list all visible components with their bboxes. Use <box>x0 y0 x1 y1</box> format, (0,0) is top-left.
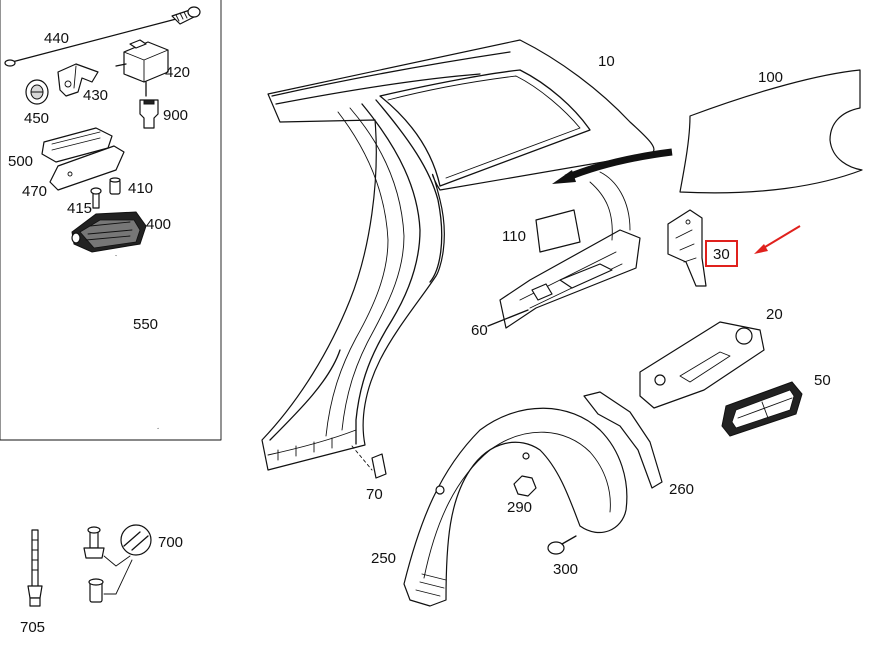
label-250: 250 <box>371 550 397 567</box>
label-300: 300 <box>553 561 579 578</box>
part-900-sensor <box>139 99 159 129</box>
label-420: 420 <box>165 64 191 81</box>
part-430-bracket <box>57 63 99 97</box>
part-10-side-panel <box>261 39 655 471</box>
part-705-rivet <box>27 529 43 607</box>
part-100-outer-skin <box>679 69 863 194</box>
label-100: 100 <box>758 69 784 86</box>
label-500: 500 <box>8 153 34 170</box>
part-70-clip <box>351 445 387 479</box>
label-705: 705 <box>20 619 46 636</box>
label-70: 70 <box>366 486 383 503</box>
label-110: 110 <box>502 228 526 245</box>
part-450-grommet <box>25 79 49 105</box>
label-60: 60 <box>471 322 488 339</box>
part-440-release-cable <box>4 6 201 67</box>
label-260: 260 <box>669 481 695 498</box>
label-400: 400 <box>146 216 172 233</box>
part-60-bracket <box>487 171 641 329</box>
part-50-vent <box>721 381 803 437</box>
label-50: 50 <box>814 372 831 389</box>
part-300-screw <box>547 535 577 555</box>
part-420-actuator <box>115 39 169 97</box>
part-400-flap-housing <box>71 211 147 253</box>
label-20: 20 <box>766 306 783 323</box>
part-470-cover <box>49 145 125 191</box>
part-30-inner-bracket <box>667 209 707 287</box>
part-290-clip <box>513 475 537 497</box>
label-10: 10 <box>598 53 615 70</box>
label-550: 550 <box>133 316 159 333</box>
label-410: 410 <box>128 180 154 197</box>
part-700-fastener-set <box>83 524 152 603</box>
part-260-liner-section <box>583 391 663 489</box>
part-20-bracket <box>639 321 765 409</box>
label-290: 290 <box>507 499 533 516</box>
highlight-arrow <box>754 225 801 254</box>
label-450: 450 <box>24 110 50 127</box>
assembly-arrow <box>552 148 673 184</box>
label-470: 470 <box>22 183 48 200</box>
label-30-highlighted: 30 <box>705 240 738 267</box>
label-430: 430 <box>83 87 109 104</box>
label-440: 440 <box>44 30 70 47</box>
part-415-screw <box>90 187 102 209</box>
label-900: 900 <box>163 107 189 124</box>
inset-frame <box>0 0 222 441</box>
label-700: 700 <box>158 534 184 551</box>
part-410-pin <box>109 177 121 195</box>
label-415: 415 <box>67 200 93 217</box>
part-250-wheel-arch-liner <box>403 407 628 607</box>
part-550-drain-hose <box>104 255 160 429</box>
part-110-label-plate <box>535 209 581 253</box>
